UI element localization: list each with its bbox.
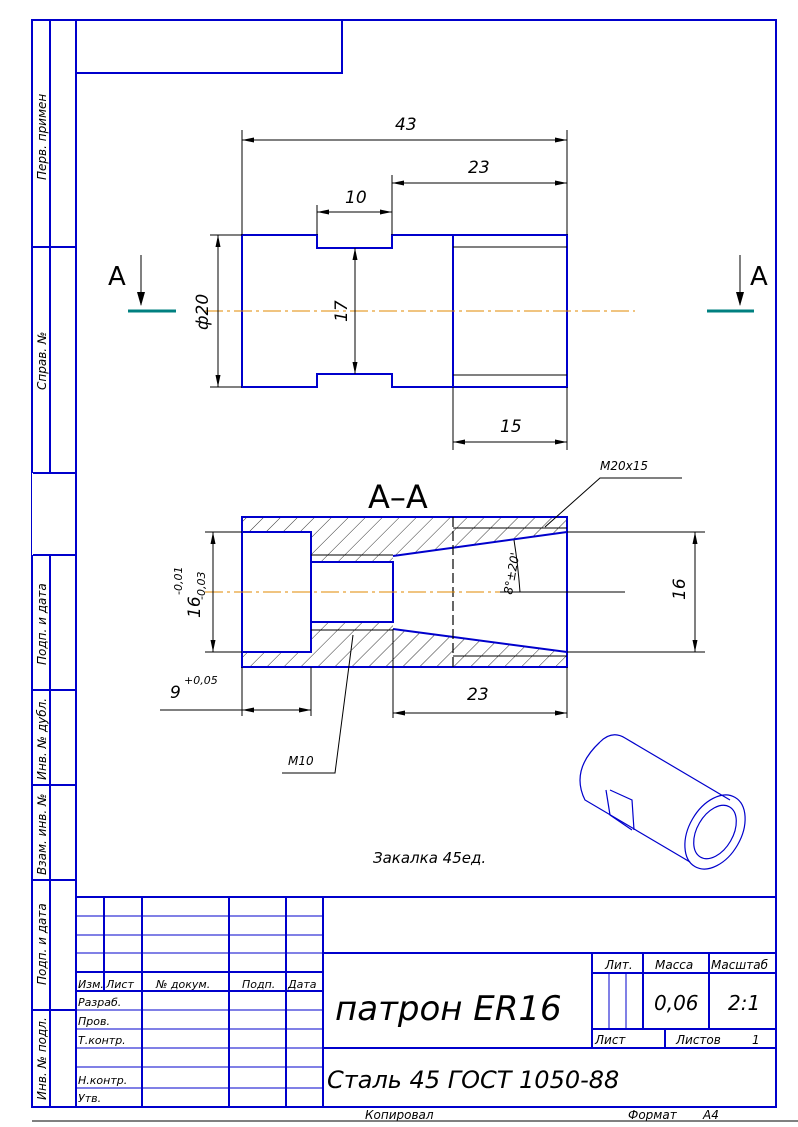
dim-bore-tol-upper: -0,01 — [172, 567, 185, 595]
copied-label: Копировал — [365, 1108, 434, 1122]
role-checker: Пров. — [78, 1015, 110, 1028]
part-name: патрон ER16 — [335, 989, 562, 1029]
dim-outer-diameter: ф20 — [193, 294, 213, 330]
dimension-arrowhead — [380, 209, 392, 215]
dim-bore-depth-tol: +0,05 — [184, 674, 218, 687]
header-date: Дата — [287, 978, 317, 991]
lit-label: Лит. — [604, 958, 633, 972]
format-value: А4 — [702, 1108, 719, 1122]
dimension-arrowhead — [299, 707, 311, 713]
dimension-arrowhead — [215, 375, 221, 387]
header-doc-number: № докум. — [155, 978, 210, 991]
format-label: Формат — [628, 1108, 678, 1122]
dimension-arrowhead — [555, 439, 567, 445]
thread-inner-label: M10 — [288, 754, 314, 768]
dimension-arrowhead — [242, 137, 254, 143]
dim-cone-angle: 8°±20' — [501, 551, 522, 595]
side-label: Взам. инв. № — [35, 794, 49, 875]
section-marker-right: А — [750, 262, 768, 292]
side-label: Подп. и дата — [35, 583, 49, 665]
material: Сталь 45 ГОСТ 1050-88 — [327, 1066, 619, 1094]
dimension-arrowhead — [210, 640, 216, 652]
dimension-arrowhead — [393, 710, 405, 716]
dimension-arrowhead — [555, 710, 567, 716]
dimension-arrowhead — [215, 235, 221, 247]
dimension-arrowhead — [392, 180, 404, 186]
dim-right-length: 23 — [468, 158, 490, 178]
dim-bore-diameter: 16 — [185, 596, 205, 618]
dim-groove-diameter: 17 — [332, 300, 352, 322]
dim-total-length: 43 — [395, 115, 417, 135]
dimension-arrowhead — [352, 248, 358, 260]
dimension-arrowhead — [317, 209, 329, 215]
dimension-arrowhead — [692, 640, 698, 652]
dimension-arrowhead — [453, 439, 465, 445]
side-label: Справ. № — [35, 332, 49, 390]
section-marker-left: А — [108, 262, 126, 292]
sheets-value: 1 — [752, 1033, 760, 1047]
thread-outer-label: M20x15 — [600, 459, 648, 473]
dimension-arrowhead — [242, 707, 254, 713]
dimension-arrowhead — [352, 362, 358, 374]
mass-label: Масса — [655, 958, 693, 972]
section-title: А–А — [368, 478, 428, 516]
side-label: Инв. № подл. — [35, 1017, 49, 1100]
dim-cone-diameter: 16 — [670, 578, 690, 600]
dim-cone-length: 23 — [467, 685, 489, 705]
dimension-arrowhead — [692, 532, 698, 544]
role-tech-control: Т.контр. — [78, 1034, 126, 1047]
front-view: А А 43 23 10 ф20 17 15 — [108, 115, 768, 450]
scale-value: 2:1 — [728, 991, 760, 1015]
role-approved: Утв. — [78, 1092, 101, 1105]
dim-bore-depth: 9 — [170, 683, 181, 703]
side-label: Перв. примен — [35, 94, 49, 180]
title-block: Изм. Лист № докум. Подп. Дата Разраб. Пр… — [76, 896, 776, 1122]
side-label: Инв. № дубл. — [35, 698, 49, 780]
role-developer: Разраб. — [78, 996, 121, 1009]
sheet-label: Лист — [594, 1033, 626, 1047]
role-norm-control: Н.контр. — [78, 1074, 127, 1087]
header-change: Изм. — [78, 978, 104, 991]
section-view: А–А 16 -0,01 -0,03 16 9 +0,05 23 8°±20' … — [160, 459, 705, 774]
header-signature: Подп. — [242, 978, 275, 991]
mass-value: 0,06 — [654, 991, 699, 1015]
dimension-arrowhead — [555, 180, 567, 186]
dim-bore-tol-lower: -0,03 — [195, 572, 208, 600]
dim-bore-length: 15 — [500, 417, 522, 437]
sheets-label: Листов — [675, 1033, 721, 1047]
dimension-arrowhead — [555, 137, 567, 143]
heat-treatment-note: Закалка 45ед. — [373, 849, 486, 867]
header-sheet: Лист — [105, 978, 134, 991]
sheet-frame — [31, 19, 798, 1122]
scale-label: Масштаб — [711, 958, 769, 972]
dimension-arrowhead — [210, 532, 216, 544]
isometric-view — [579, 734, 746, 870]
side-strip-labels: Перв. примен Справ. № Подп. и дата Инв. … — [35, 94, 49, 1100]
dim-groove-width: 10 — [345, 188, 367, 208]
side-label: Подп. и дата — [35, 903, 49, 985]
